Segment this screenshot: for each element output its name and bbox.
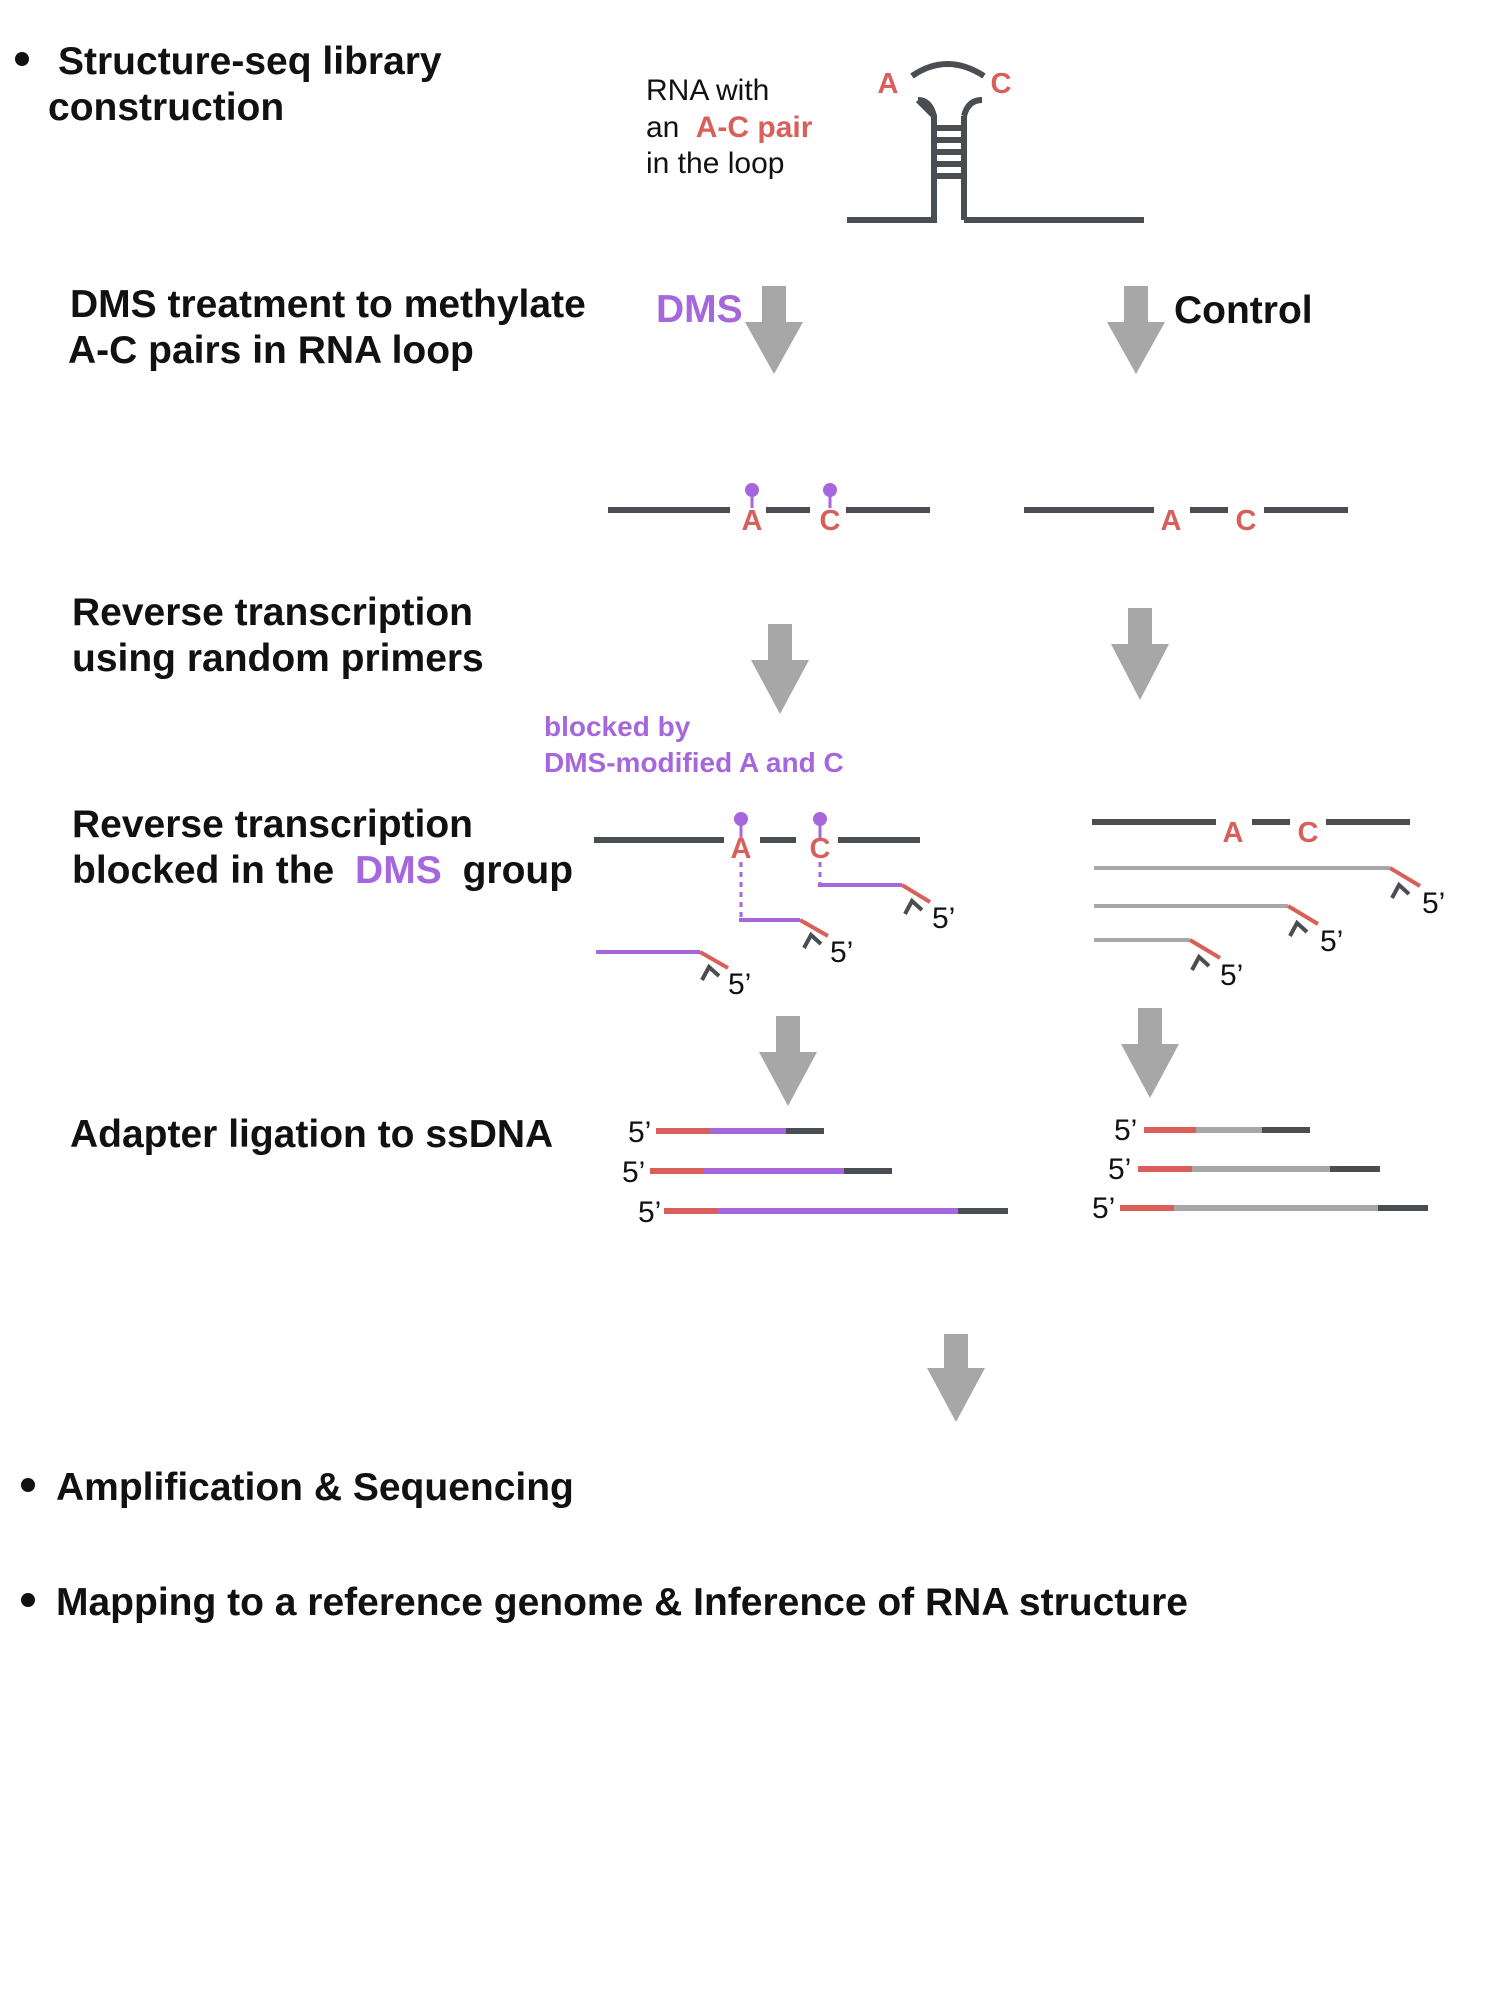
control-nucleotide-c: C (1236, 505, 1257, 537)
down-arrow-icon (751, 624, 809, 714)
primer-arrow-icon (802, 931, 823, 949)
five-prime-label: 5’ (1320, 925, 1343, 958)
step-rt-blocked-post: group (463, 849, 573, 892)
five-prime-label: 5’ (728, 968, 751, 1001)
hairpin-caption-line2: an A-C pair (646, 111, 813, 144)
down-arrow-icon (1107, 286, 1165, 374)
page-title: Structure-seq library (58, 40, 442, 83)
dms-rt-template (594, 812, 920, 843)
dms-label: DMS (656, 288, 743, 331)
primer-arrow-icon (903, 897, 924, 915)
control-label: Control (1174, 289, 1313, 332)
primer-arrow-icon (700, 963, 721, 981)
primer-arrow-icon (1288, 919, 1309, 937)
hairpin-caption-line3: in the loop (646, 147, 784, 180)
dms-cdna-products (596, 862, 932, 970)
control-rt-nucleotide-a: A (1223, 817, 1244, 849)
five-prime-label: 5’ (1108, 1153, 1131, 1186)
step-dms-treatment: DMS treatment to methylate (70, 283, 586, 326)
five-prime-label: 5’ (1092, 1192, 1115, 1225)
step-reverse-transcription-line2: using random primers (72, 637, 484, 680)
step-dms-treatment-line2: A-C pairs in RNA loop (68, 329, 474, 372)
step-rt-blocked-dms: DMS (355, 849, 442, 892)
blocked-note: blocked by (544, 711, 691, 742)
blocked-note-line2: DMS-modified A and C (544, 747, 844, 778)
page-title-line2: construction (48, 86, 284, 129)
step-reverse-transcription: Reverse transcription (72, 591, 473, 634)
step-rt-blocked: Reverse transcription (72, 803, 473, 846)
rt-nucleotide-c: C (810, 833, 831, 865)
step-rt-blocked-line2: blocked in the DMS group (72, 849, 573, 892)
step-adapter-ligation: Adapter ligation to ssDNA (70, 1113, 553, 1156)
step-mapping: Mapping to a reference genome & Inferenc… (56, 1581, 1188, 1624)
five-prime-label: 5’ (1422, 887, 1445, 920)
hairpin-caption-highlight: A-C pair (696, 111, 813, 144)
five-prime-label: 5’ (932, 902, 955, 935)
hairpin-nucleotide-a: A (878, 68, 899, 100)
primer-arrow-icon (1390, 881, 1411, 899)
hairpin-nucleotide-c: C (991, 68, 1012, 100)
down-arrow-icon (745, 286, 803, 374)
dms-ligated-products (650, 1128, 1008, 1214)
hairpin-caption-line1: RNA with (646, 74, 769, 107)
hairpin-caption-an: an (646, 111, 679, 144)
primer-arrow-icon (1190, 953, 1211, 971)
dms-methylated-rna (608, 483, 930, 513)
down-arrow-icon (759, 1016, 817, 1106)
five-prime-label: 5’ (628, 1116, 651, 1149)
five-prime-label: 5’ (1114, 1114, 1137, 1147)
step-amplification: Amplification & Sequencing (56, 1466, 574, 1509)
control-rt-nucleotide-c: C (1298, 817, 1319, 849)
down-arrow-icon (1111, 608, 1169, 700)
five-prime-label: 5’ (622, 1156, 645, 1189)
bullet-icon (21, 1478, 35, 1492)
control-cdna-products (1094, 866, 1422, 960)
five-prime-label: 5’ (638, 1196, 661, 1229)
control-nucleotide-a: A (1161, 505, 1182, 537)
down-arrow-icon (1121, 1008, 1179, 1098)
control-ligated-products (1120, 1127, 1428, 1211)
hairpin-rna (847, 61, 1144, 223)
dms-nucleotide-a: A (742, 505, 763, 537)
five-prime-label: 5’ (830, 936, 853, 969)
rt-nucleotide-a: A (731, 833, 752, 865)
bullet-icon (15, 52, 29, 66)
step-rt-blocked-pre: blocked in the (72, 849, 334, 892)
dms-nucleotide-c: C (820, 505, 841, 537)
five-prime-label: 5’ (1220, 959, 1243, 992)
down-arrow-icon (927, 1334, 985, 1422)
bullet-icon (21, 1593, 35, 1607)
